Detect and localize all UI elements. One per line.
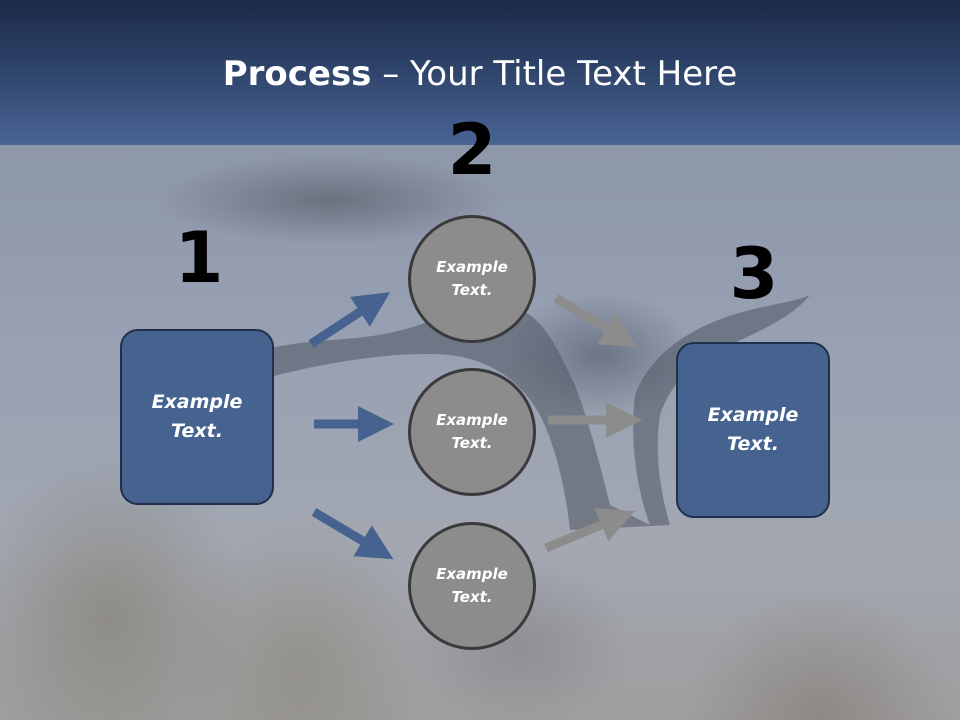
arrow-right-icon — [544, 508, 635, 553]
step-number-3: 3 — [729, 233, 779, 315]
title-rest-part: – Your Title Text Here — [371, 54, 738, 94]
step-1-text: Example Text. — [151, 391, 243, 442]
whale-tail-image — [130, 295, 810, 530]
title-bar: Process – Your Title Text Here — [0, 0, 960, 145]
step-1-box[interactable]: Example Text. — [120, 329, 274, 505]
arrow-right-icon — [308, 292, 391, 348]
arrow-right-icon — [553, 294, 638, 348]
step-3-box[interactable]: Example Text. — [676, 342, 830, 518]
step-3-text: Example Text. — [707, 404, 799, 455]
step-number-2: 2 — [447, 109, 497, 191]
slide-title: Process – Your Title Text Here — [0, 52, 960, 96]
step-2-circle-bottom[interactable]: Example Text. — [408, 522, 536, 650]
circle-text: Example Text. — [436, 411, 508, 452]
circle-text: Example Text. — [436, 258, 508, 299]
step-2-circle-top[interactable]: Example Text. — [408, 215, 536, 343]
step-2-circle-middle[interactable]: Example Text. — [408, 368, 536, 496]
arrow-right-icon — [311, 508, 394, 560]
title-bold-part: Process — [222, 54, 372, 94]
step-number-1: 1 — [174, 217, 224, 299]
circle-text: Example Text. — [436, 565, 508, 606]
